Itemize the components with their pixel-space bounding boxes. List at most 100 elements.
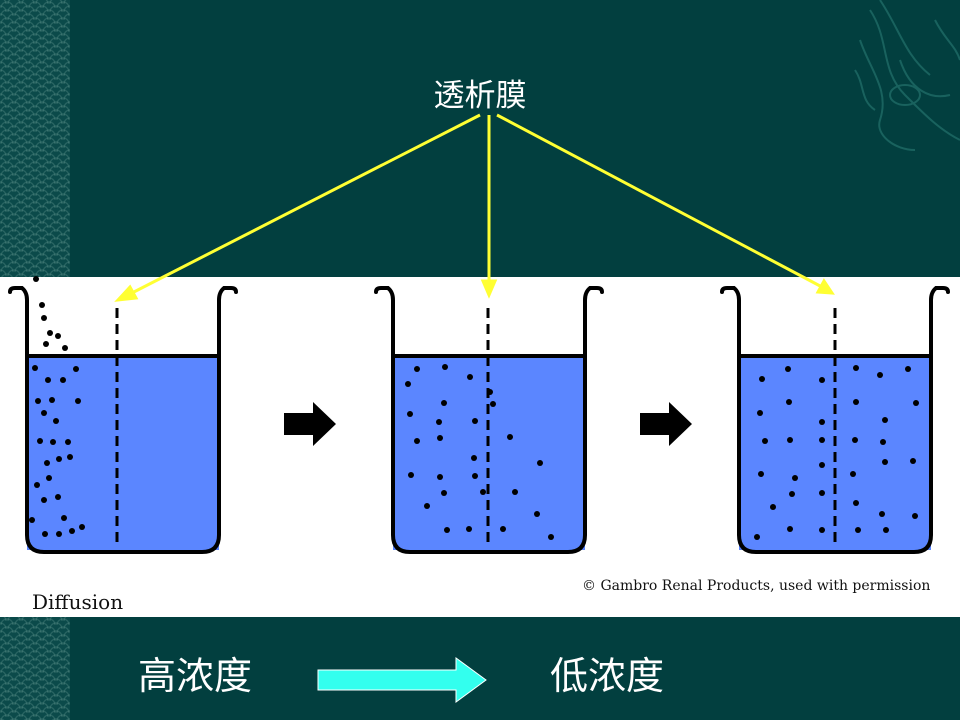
membrane-label: 透析膜 — [433, 78, 527, 114]
solute-particle — [819, 490, 825, 496]
solute-particle — [49, 397, 55, 403]
solute-particle — [46, 475, 52, 481]
solute-particle — [913, 400, 919, 406]
solute-particle — [437, 474, 443, 480]
solute-particle — [487, 389, 493, 395]
solute-particle — [548, 534, 554, 540]
solute-particle — [414, 366, 420, 372]
solute-particle — [819, 527, 825, 533]
solute-particle — [507, 434, 513, 440]
beakers — [8, 276, 950, 554]
solute-particle — [770, 504, 776, 510]
solute-particle — [60, 377, 66, 383]
solute-particle — [29, 517, 35, 523]
solute-particle — [50, 439, 56, 445]
solute-particle — [512, 489, 518, 495]
solute-particle — [819, 462, 825, 468]
solute-particle — [56, 456, 62, 462]
process-arrow-icon — [284, 402, 336, 446]
solute-particle — [853, 365, 859, 371]
solute-particle — [758, 471, 764, 477]
falling-particle — [47, 330, 53, 336]
flow-arrow-icon — [317, 657, 487, 703]
falling-particle — [55, 333, 61, 339]
falling-particle — [62, 345, 68, 351]
solute-particle — [819, 377, 825, 383]
solute-particle — [883, 527, 889, 533]
solute-particle — [882, 417, 888, 423]
solute-particle — [437, 435, 443, 441]
solute-particle — [61, 515, 67, 521]
solute-particle — [759, 376, 765, 382]
process-arrow-icon — [640, 402, 692, 446]
falling-particle — [39, 302, 45, 308]
solute-particle — [480, 489, 486, 495]
solute-particle — [45, 377, 51, 383]
solute-particle — [32, 365, 38, 371]
solute-particle — [444, 527, 450, 533]
beaker-1 — [8, 276, 238, 554]
high-concentration-label: 高浓度 — [138, 654, 253, 698]
beaker-2 — [374, 286, 604, 554]
solute-particle — [75, 398, 81, 404]
falling-particle — [33, 276, 39, 282]
solute-particle — [41, 410, 47, 416]
solute-particle — [44, 460, 50, 466]
solute-particle — [79, 524, 85, 530]
solute-particle — [912, 513, 918, 519]
solute-particle — [786, 399, 792, 405]
solute-particle — [852, 437, 858, 443]
solute-particle — [785, 366, 791, 372]
solute-particle — [762, 438, 768, 444]
solute-particle — [65, 439, 71, 445]
solute-particle — [882, 459, 888, 465]
solute-particle — [853, 399, 859, 405]
solute-particle — [407, 411, 413, 417]
beaker-3 — [720, 286, 950, 554]
solute-particle — [436, 419, 442, 425]
solute-particle — [472, 418, 478, 424]
solute-particle — [73, 366, 79, 372]
solute-particle — [490, 401, 496, 407]
solute-particle — [414, 438, 420, 444]
solute-particle — [53, 418, 59, 424]
solute-particle — [792, 475, 798, 481]
solute-particle — [467, 374, 473, 380]
solute-particle — [819, 437, 825, 443]
solute-particle — [789, 491, 795, 497]
solute-particle — [35, 398, 41, 404]
solute-particle — [69, 528, 75, 534]
solute-particle — [500, 526, 506, 532]
solute-particle — [441, 490, 447, 496]
solute-particle — [855, 527, 861, 533]
solute-particle — [441, 400, 447, 406]
decorative-pattern-bottom — [0, 617, 70, 720]
solute-particle — [787, 437, 793, 443]
beaker-outline — [720, 286, 950, 554]
solute-particle — [850, 471, 856, 477]
seaweed-ornament-icon — [854, 0, 960, 151]
solute-particle — [819, 419, 825, 425]
solute-particle — [408, 472, 414, 478]
water-fill — [27, 356, 219, 550]
decorative-pattern-top — [0, 0, 70, 277]
solute-particle — [41, 497, 47, 503]
solute-particle — [55, 494, 61, 500]
solute-particle — [910, 458, 916, 464]
solute-particle — [67, 454, 73, 460]
solute-particle — [905, 366, 911, 372]
solute-particle — [757, 410, 763, 416]
solute-particle — [424, 503, 430, 509]
solute-particle — [42, 531, 48, 537]
solute-particle — [56, 531, 62, 537]
solute-particle — [534, 511, 540, 517]
falling-particle — [41, 315, 47, 321]
diffusion-caption: Diffusion — [32, 590, 124, 614]
low-concentration-label: 低浓度 — [550, 654, 665, 698]
solute-particle — [880, 439, 886, 445]
beaker-outline — [8, 286, 238, 554]
solute-particle — [34, 482, 40, 488]
solute-particle — [787, 526, 793, 532]
falling-particle — [43, 341, 49, 347]
solute-particle — [37, 438, 43, 444]
